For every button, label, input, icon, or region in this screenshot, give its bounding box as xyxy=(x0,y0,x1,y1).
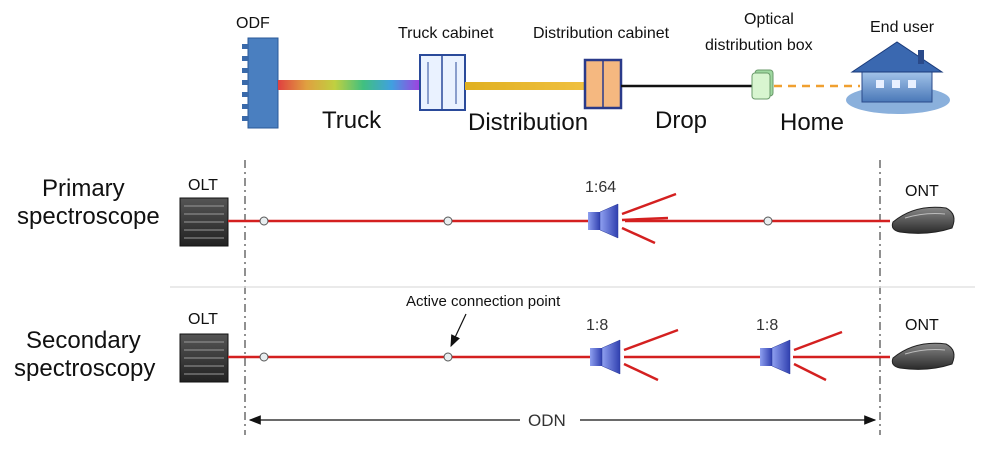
odf-label: ODF xyxy=(236,15,270,32)
secondary-splitter2-icon xyxy=(760,330,843,382)
primary-ont-label: ONT xyxy=(905,183,939,200)
secondary-splitter1-ratio: 1:8 xyxy=(586,317,608,334)
primary-olt-label: OLT xyxy=(188,177,218,194)
secondary-ont-label: ONT xyxy=(905,317,939,334)
segment-distribution: Distribution xyxy=(468,109,588,136)
primary-connection-point xyxy=(443,216,453,226)
primary-title-line2: spectroscope xyxy=(17,203,160,230)
odn-label: ODN xyxy=(528,411,566,430)
secondary-title-line2: spectroscopy xyxy=(14,355,155,382)
annotation-arrow xyxy=(450,313,467,348)
secondary-connection-point xyxy=(443,352,453,362)
optical-distribution-box-icon xyxy=(751,69,774,100)
primary-ont-icon xyxy=(891,206,955,234)
segment-drop: Drop xyxy=(655,107,707,134)
primary-splitter-ratio: 1:64 xyxy=(585,179,616,196)
end-user-label: End user xyxy=(870,19,935,36)
distribution-cabinet-icon xyxy=(583,58,623,110)
distribution-fiber xyxy=(465,82,585,90)
house-icon xyxy=(846,41,950,114)
secondary-title-line1: Secondary xyxy=(26,327,141,354)
segment-home: Home xyxy=(780,109,844,136)
secondary-ont-icon xyxy=(891,342,955,370)
secondary-olt-icon xyxy=(179,333,229,383)
optical-box-label-line1: Optical xyxy=(744,11,794,28)
secondary-connection-point xyxy=(259,352,269,362)
primary-title-line1: Primary xyxy=(42,175,125,202)
secondary-splitter2-ratio: 1:8 xyxy=(756,317,778,334)
optical-box-label-line2: distribution box xyxy=(705,37,813,54)
primary-connection-point xyxy=(259,216,269,226)
truck-fiber xyxy=(278,80,420,90)
odf-panel-icon xyxy=(242,37,279,129)
truck-cabinet-icon xyxy=(419,54,466,111)
primary-olt-icon xyxy=(179,197,229,247)
segment-truck: Truck xyxy=(322,107,382,134)
distribution-cabinet-label: Distribution cabinet xyxy=(533,25,670,42)
secondary-olt-label: OLT xyxy=(188,311,218,328)
truck-cabinet-label: Truck cabinet xyxy=(398,25,494,42)
primary-connection-point xyxy=(763,216,773,226)
primary-splitter-icon xyxy=(588,192,677,245)
secondary-splitter1-icon xyxy=(590,328,679,382)
active-connection-annotation: Active connection point xyxy=(406,293,561,310)
